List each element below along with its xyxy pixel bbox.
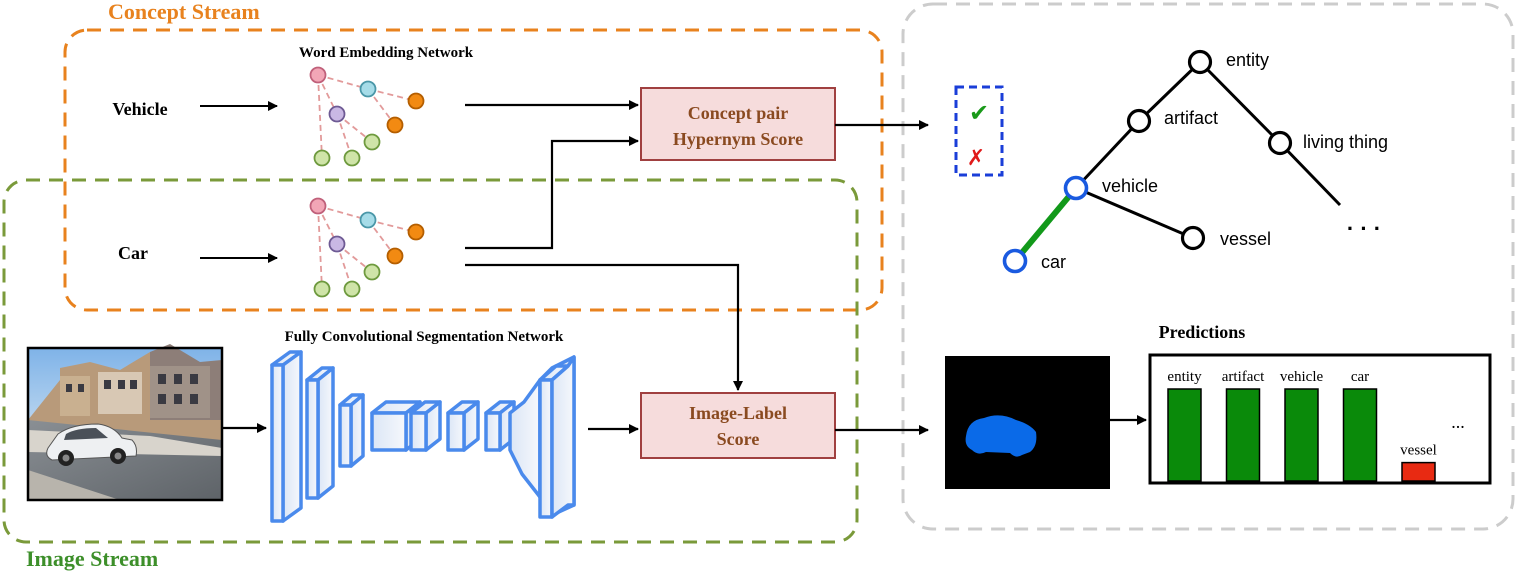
- arrow-car-to-hypernym: [465, 136, 639, 250]
- cross-icon: ✗: [967, 145, 985, 170]
- segmentation-title: Fully Convolutional Segmentation Network: [285, 329, 564, 345]
- prediction-bar-artifact: [1225, 388, 1261, 482]
- prediction-label-vessel: vessel: [1400, 443, 1437, 459]
- embedding-graph-bottom: [309, 197, 425, 298]
- hypernym-score-line2: Hypernym Score: [673, 129, 803, 149]
- concept-stream-title: Concept Stream: [108, 0, 260, 24]
- check-box: [954, 85, 1004, 177]
- car-mask-shape: [965, 415, 1037, 457]
- prediction-label-entity: entity: [1167, 369, 1202, 385]
- tree-node-vessel: [1180, 225, 1206, 251]
- word-embedding-title: Word Embedding Network: [299, 45, 474, 61]
- tree-ellipsis: · · ·: [1347, 216, 1381, 241]
- prediction-bar-vessel: [1401, 461, 1436, 482]
- prediction-bar-entity: [1167, 388, 1202, 482]
- embedding-graph-top: [309, 66, 425, 167]
- prediction-bar-vehicle: [1284, 388, 1319, 482]
- fcn-diagram: [270, 350, 576, 523]
- prediction-bars: entity artifact vehicle car vessel: [1167, 369, 1437, 482]
- input-photo: [28, 344, 222, 500]
- image-label-score-line1: Image-Label: [689, 403, 787, 423]
- tree-label-artifact: artifact: [1164, 108, 1218, 128]
- word-vehicle: Vehicle: [112, 99, 167, 119]
- tree-label-car: car: [1041, 252, 1066, 272]
- hierarchy-tree: [1002, 49, 1342, 274]
- prediction-label-artifact: artifact: [1222, 369, 1265, 385]
- predictions-ellipsis: ...: [1451, 412, 1465, 432]
- tree-label-vessel: vessel: [1220, 229, 1271, 249]
- segmentation-mask: [945, 356, 1110, 489]
- tree-label-vehicle: vehicle: [1102, 176, 1158, 196]
- image-stream-title: Image Stream: [26, 546, 158, 571]
- hypernym-score-box: [640, 87, 836, 161]
- image-label-score-line2: Score: [717, 429, 760, 449]
- arrow-car-to-image-label: [465, 263, 743, 391]
- tree-node-artifact: [1126, 108, 1152, 134]
- tree-label-living-thing: living thing: [1303, 132, 1388, 152]
- input-photo-frame: [26, 346, 224, 502]
- output-region: [901, 2, 1515, 531]
- prediction-label-car: car: [1351, 369, 1369, 385]
- hypernym-score-line1: Concept pair: [688, 103, 789, 123]
- word-car: Car: [118, 243, 148, 263]
- tree-node-entity: [1187, 49, 1213, 75]
- tree-node-car: [1002, 248, 1028, 274]
- predictions-title: Predictions: [1159, 322, 1246, 342]
- prediction-label-vehicle: vehicle: [1280, 369, 1324, 385]
- image-label-score-box: [640, 392, 836, 459]
- prediction-bar-car: [1342, 388, 1378, 482]
- concept-stream-region: [63, 28, 884, 312]
- tree-node-vehicle: [1063, 175, 1089, 201]
- image-stream-region: [2, 178, 859, 544]
- check-icon: ✔: [969, 100, 989, 127]
- tree-label-entity: entity: [1226, 50, 1269, 70]
- tree-node-living-thing: [1267, 130, 1293, 156]
- predictions-frame: [1148, 353, 1492, 485]
